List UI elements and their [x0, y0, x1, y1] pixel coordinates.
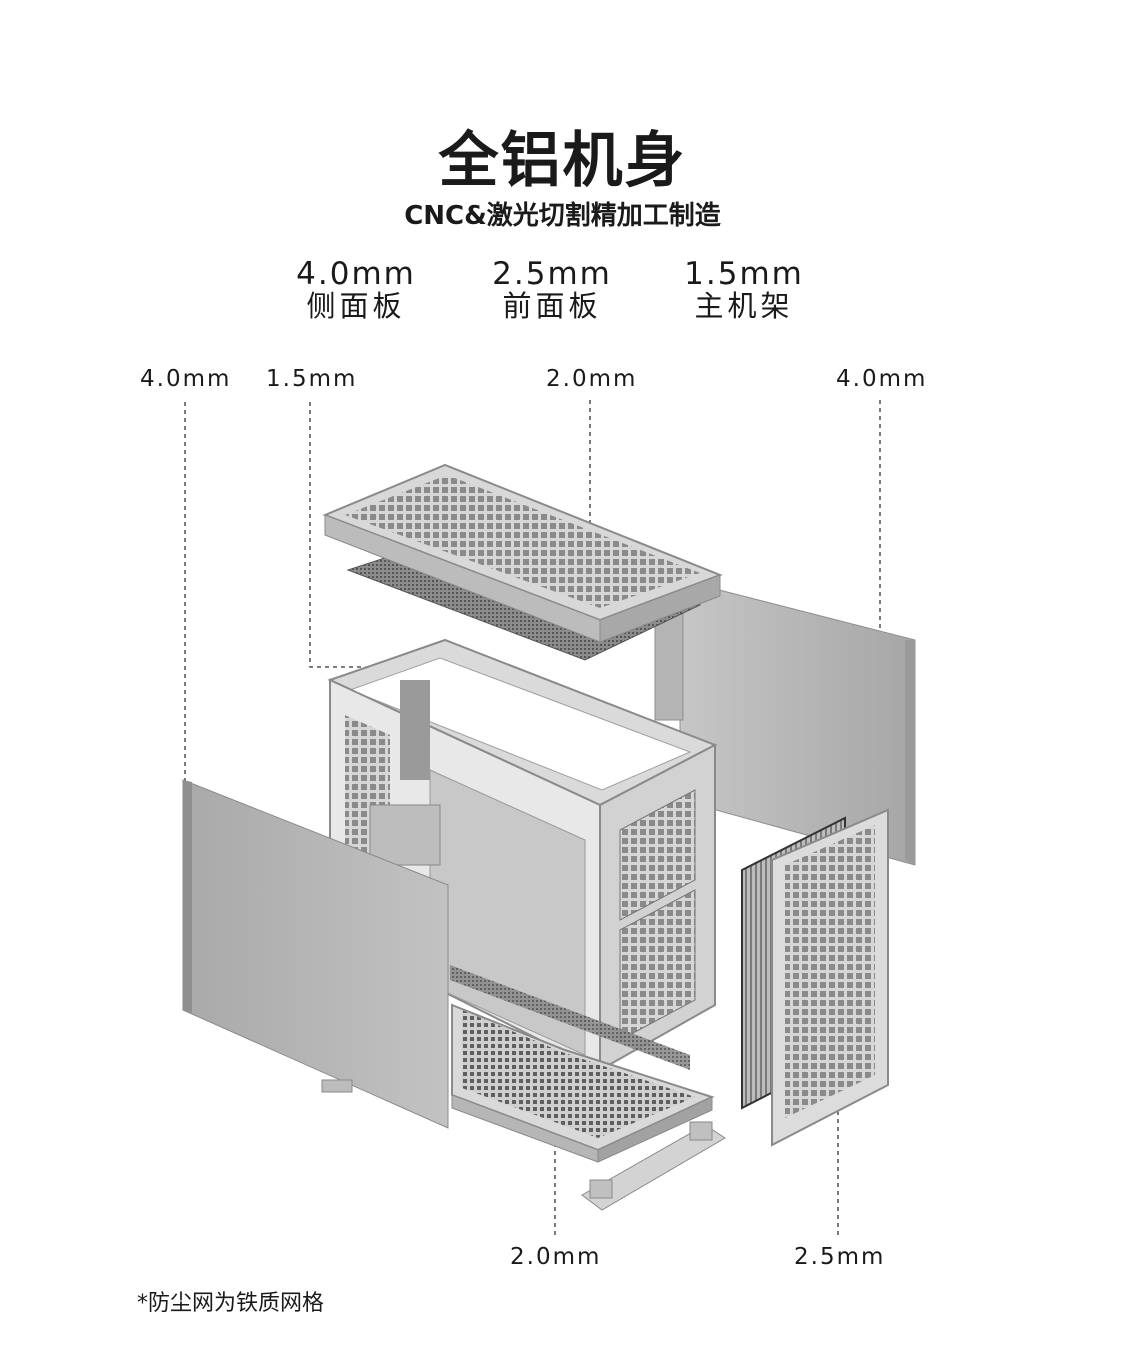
spec-name: 前面板	[502, 289, 602, 323]
right-side-panel	[654, 579, 916, 866]
callout-top-cover: 2.0mm	[546, 366, 638, 392]
spec-value: 1.5mm	[684, 256, 804, 292]
spec-front-panel: 2.5mm 前面板	[462, 258, 642, 322]
spec-main-frame: 1.5mm 主机架	[654, 258, 834, 322]
leader-lines	[184, 400, 881, 1238]
callout-right-panel: 4.0mm	[836, 366, 928, 392]
left-side-panel	[182, 779, 449, 1129]
main-frame	[327, 638, 718, 1072]
spec-value: 2.5mm	[492, 256, 612, 292]
top-cover	[322, 463, 723, 661]
callout-left-panel: 4.0mm	[140, 366, 232, 392]
footnote: *防尘网为铁质网格	[137, 1291, 325, 1316]
callout-front-panel: 2.5mm	[794, 1244, 886, 1270]
spec-side-panel: 4.0mm 侧面板	[266, 258, 446, 322]
callout-bottom-filter: 2.0mm	[510, 1244, 602, 1270]
page-subtitle: CNC&激光切割精加工制造	[404, 201, 721, 231]
bottom-bracket	[581, 1121, 726, 1211]
bottom-filter	[450, 965, 715, 1163]
callout-frame: 1.5mm	[266, 366, 358, 392]
page-title: 全铝机身	[438, 126, 687, 196]
spec-value: 4.0mm	[296, 256, 416, 292]
front-panel	[741, 808, 889, 1147]
spec-name: 侧面板	[306, 289, 406, 323]
spec-name: 主机架	[694, 289, 794, 323]
